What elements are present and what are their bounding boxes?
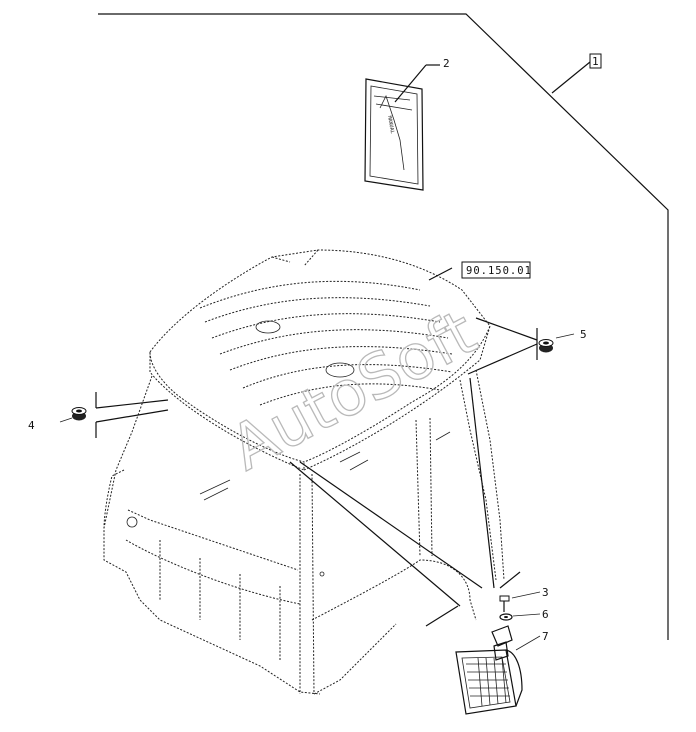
isolator-mount-4: 4 — [28, 392, 169, 438]
operator-manual: MANUAL 2 — [364, 57, 450, 191]
reference-box: 90.150.01 — [466, 265, 532, 277]
assembly-bracket: 1 — [98, 13, 669, 640]
manual-label: MANUAL — [386, 115, 395, 134]
callout-1: 1 — [592, 55, 599, 68]
bolt-3: 3 — [499, 586, 549, 612]
callout-2: 2 — [443, 57, 450, 70]
cab-roof: 90.150.01 — [149, 249, 532, 471]
work-lamp-leaders — [289, 377, 521, 627]
callout-7: 7 — [542, 630, 549, 643]
callout-5: 5 — [580, 328, 587, 341]
cab-body — [103, 369, 505, 695]
work-lamp-7: 7 — [455, 625, 549, 715]
washer-6: 6 — [499, 608, 549, 621]
callout-3: 3 — [542, 586, 549, 599]
isolator-mount-5: 5 — [467, 317, 587, 375]
callout-6: 6 — [542, 608, 549, 621]
watermark: AutoSoft — [219, 295, 488, 484]
callout-4: 4 — [28, 419, 35, 432]
